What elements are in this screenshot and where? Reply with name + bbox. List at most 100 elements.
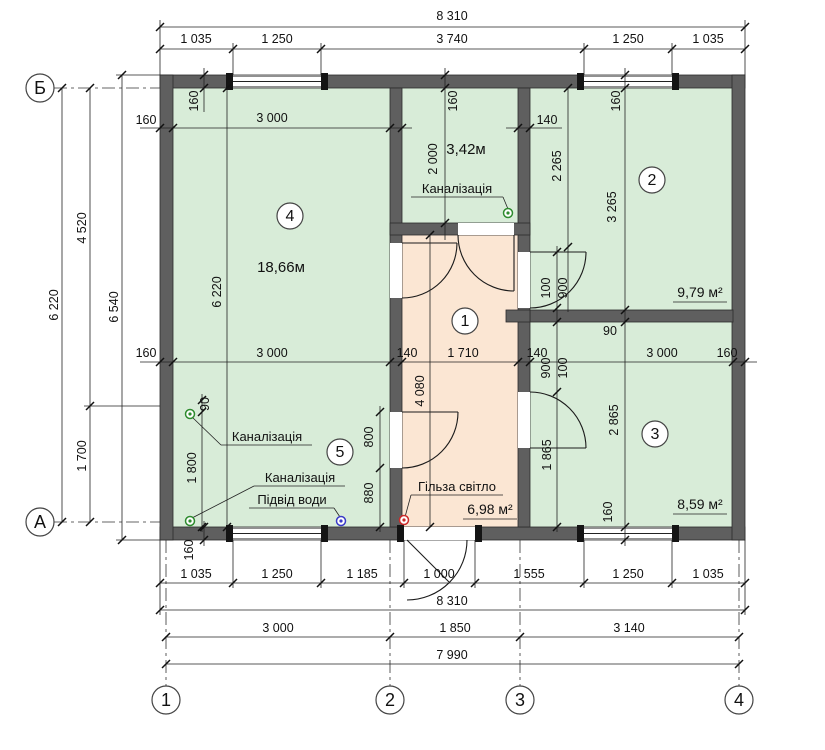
dim-r3-wall-right: 160 xyxy=(717,346,738,360)
dim-r2-wall-top: 160 xyxy=(609,91,623,112)
dim-bath-wall-top: 160 xyxy=(446,91,460,112)
tick-mark xyxy=(117,70,127,80)
window-jamb xyxy=(321,73,328,90)
tick-mark xyxy=(222,83,232,93)
dim-left-seg-bottom: 1 700 xyxy=(75,440,89,471)
tick-mark xyxy=(155,357,165,367)
dim-bot-d: 1 000 xyxy=(423,567,454,581)
tick-mark xyxy=(161,632,171,642)
axis-bubble-2 xyxy=(375,685,405,715)
tick-mark xyxy=(740,605,750,615)
tick-mark xyxy=(85,517,95,527)
dimension-lines xyxy=(54,20,757,686)
dim-top-d: 1 250 xyxy=(612,32,643,46)
dim-top-c: 3 740 xyxy=(436,32,467,46)
dim-axis-b: 1 850 xyxy=(439,621,470,635)
dim-left-total: 6 540 xyxy=(107,291,121,322)
tick-mark xyxy=(734,632,744,642)
dim-mid-wall-left: 160 xyxy=(136,346,157,360)
tick-mark xyxy=(385,123,395,133)
dim-r3-width: 3 000 xyxy=(646,346,677,360)
dim-left-outer: 6 220 xyxy=(47,289,61,320)
tick-mark xyxy=(57,517,67,527)
axis-bubble-3 xyxy=(505,685,535,715)
dim-r3-wall-bottom: 160 xyxy=(601,502,615,523)
tick-mark xyxy=(397,123,407,133)
tick-mark xyxy=(440,83,450,93)
axis-label-a: А xyxy=(34,512,46,532)
dim-bot-c: 1 185 xyxy=(346,567,377,581)
tick-mark xyxy=(740,44,750,54)
bathroom-sewer-label: Каналізація xyxy=(422,181,492,196)
dim-r2-height: 3 265 xyxy=(605,191,619,222)
dim-bot-g: 1 035 xyxy=(692,567,723,581)
room-3-bubble xyxy=(641,420,669,448)
axis-bubbles: Б А 1 2 3 4 xyxy=(25,73,754,715)
dim-bath-wall-right: 140 xyxy=(537,113,558,127)
tick-mark xyxy=(667,44,677,54)
door-arc-bathroom xyxy=(457,234,515,292)
axis-label-3: 3 xyxy=(515,690,525,710)
tick-mark xyxy=(579,578,589,588)
room-4-number: 4 xyxy=(286,208,295,225)
tick-mark xyxy=(397,357,407,367)
axis-label-b: Б xyxy=(34,78,46,98)
room-5-number: 5 xyxy=(336,444,345,461)
tick-mark xyxy=(375,407,385,417)
dim-mid-wall-a: 140 xyxy=(397,346,418,360)
tick-mark xyxy=(734,659,744,669)
tick-mark xyxy=(228,578,238,588)
dim-r5-seg: 880 xyxy=(362,483,376,504)
tick-mark xyxy=(57,83,67,93)
dim-mid-wall-b: 140 xyxy=(527,346,548,360)
dim-mid-r4-width: 3 000 xyxy=(256,346,287,360)
opening-room3 xyxy=(518,392,530,448)
door-arc-room4 xyxy=(401,242,458,299)
dim-bot-total: 8 310 xyxy=(436,594,467,608)
wall-right xyxy=(731,74,746,541)
dim-axis-c: 3 140 xyxy=(613,621,644,635)
room-3-floor xyxy=(530,322,733,527)
dimension-texts: 8 310 1 035 1 250 3 740 1 250 1 035 6 22… xyxy=(47,9,737,662)
bathroom-area: 3,42м xyxy=(446,141,486,158)
axis-label-2: 2 xyxy=(385,690,395,710)
window-jamb xyxy=(672,73,679,90)
doors xyxy=(401,234,587,601)
door-arc-room5 xyxy=(401,411,459,469)
hallway-floor xyxy=(402,235,518,527)
tick-mark xyxy=(197,522,207,532)
tick-mark xyxy=(375,463,385,473)
window-jamb xyxy=(226,525,233,542)
tick-mark xyxy=(728,357,738,367)
tick-mark xyxy=(620,535,630,545)
tick-mark xyxy=(552,247,562,257)
tick-mark xyxy=(399,578,409,588)
room-fills xyxy=(173,88,733,527)
axis-bubble-1 xyxy=(151,685,181,715)
tick-mark xyxy=(563,83,573,93)
light-sleeve-label: Гільза світло xyxy=(418,479,496,494)
dim-divider-90: 90 xyxy=(603,324,617,338)
dim-top-total: 8 310 xyxy=(436,9,467,23)
tick-mark xyxy=(222,522,232,532)
tick-mark xyxy=(155,44,165,54)
dim-hall-width: 1 710 xyxy=(447,346,478,360)
dim-bot-e: 1 555 xyxy=(513,567,544,581)
utility-markers xyxy=(184,207,514,527)
sewer-marker-icon xyxy=(184,515,196,527)
wall-pier xyxy=(505,309,531,323)
opening-room4 xyxy=(390,243,402,298)
leader-line xyxy=(191,485,255,519)
room-1-bubble xyxy=(451,307,479,335)
axis-bubble-4 xyxy=(724,685,754,715)
opening-bathroom xyxy=(458,223,514,235)
window-jamb xyxy=(672,525,679,542)
room5-sewer-label-2: Каналізація xyxy=(265,470,335,485)
tick-mark xyxy=(161,659,171,669)
tick-mark xyxy=(620,70,630,80)
dim-r4-wall-left: 160 xyxy=(136,113,157,127)
dim-r3-height: 2 865 xyxy=(607,404,621,435)
tick-mark xyxy=(385,357,395,367)
room-2-bubble xyxy=(638,166,666,194)
